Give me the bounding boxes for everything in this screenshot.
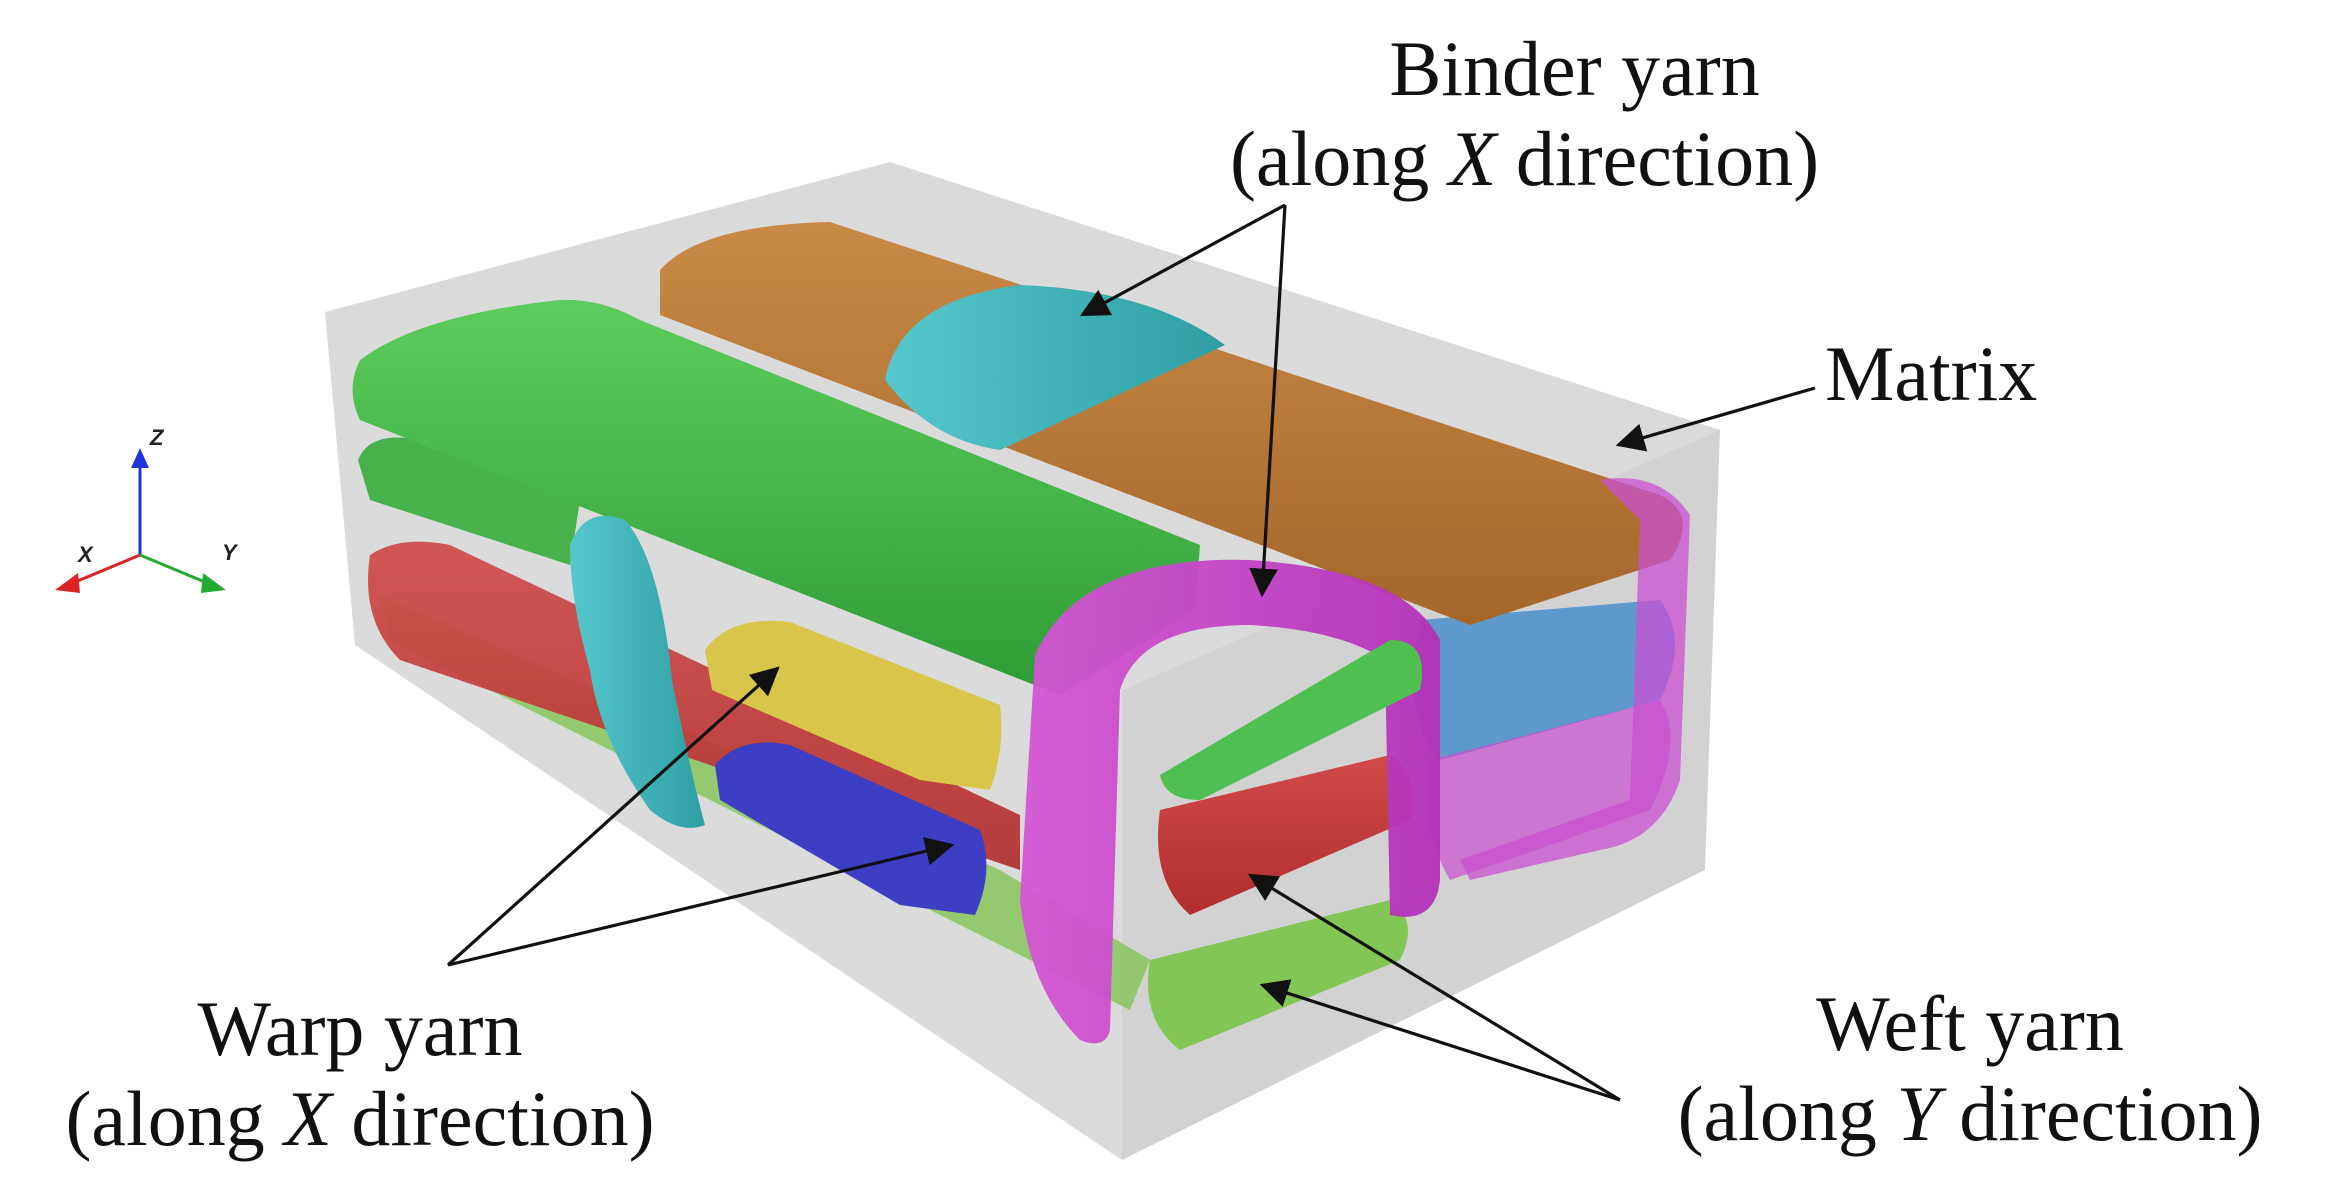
label-binder-yarn: Binder yarn (along X direction) [1230,25,1819,198]
label-weft-yarn-title: Weft yarn [1816,980,2124,1067]
arrow-binder-to-cyan [1079,203,1286,317]
axis-y-line [139,553,213,587]
binder-yarn-magenta-loop [1020,559,1440,1044]
binder-direction-prefix: (along [1230,115,1449,202]
weft-yarn-orange [660,222,1683,625]
weft-direction-axis: Y [1896,1070,1940,1157]
binder-yarn-magenta-back [1460,478,1690,880]
label-weft-yarn-direction: (along Y direction) [1640,1075,2300,1153]
axis-z-arrow [131,448,149,468]
arrow-warp-to-blue [447,837,955,967]
warp-direction-prefix: (along [65,1075,285,1162]
arrow-matrix [1615,386,1816,452]
warp-direction-suffix: direction) [331,1075,655,1162]
binder-yarn-magenta [1020,478,1690,1044]
weft-yarn-magenta-back [1427,700,1671,880]
annotation-arrows [446,203,1816,1102]
axis-triad: Z X Y [55,425,239,593]
label-warp-yarn: Warp yarn (along X direction) [40,990,680,1158]
arrow-weft-to-red [1247,873,1621,1102]
arrow-warp-to-yellow [446,666,780,967]
warp-yarn-yellow [705,620,1002,790]
label-matrix: Matrix [1825,335,2037,413]
axis-y-label: Y [222,540,239,565]
label-weft-yarn: Weft yarn (along Y direction) [1640,985,2300,1153]
label-warp-yarn-title: Warp yarn [197,985,523,1072]
weft-yarn-lightgreen-front [1148,900,1408,1050]
warp-yarn-green-lower [358,437,580,565]
warp-yarn-green-top [352,299,1200,695]
axis-x-arrow [55,573,80,593]
binder-direction-suffix: direction) [1496,115,1820,202]
warp-yarn-blue [715,742,987,915]
axis-z-label: Z [149,425,165,450]
label-binder-yarn-title: Binder yarn [1389,25,1760,112]
arrow-weft-to-green [1259,979,1621,1102]
binder-direction-axis: X [1448,115,1497,202]
weft-direction-prefix: (along [1677,1070,1897,1157]
axis-y-arrow [201,573,226,593]
weft-yarn-red-front [1158,755,1413,915]
weft-yarn-back [1413,600,1675,880]
axis-x-line [67,553,141,587]
weft-yarn-green-inside-loop [1160,640,1422,800]
binder-yarn-cyan-top [885,285,1225,450]
weft-yarn-steelblue [1413,600,1675,760]
axis-x-label: X [76,542,94,567]
label-matrix-title: Matrix [1825,330,2038,417]
arrow-binder-to-magenta [1249,204,1287,598]
weft-direction-suffix: direction) [1939,1070,2263,1157]
label-warp-yarn-direction: (along X direction) [40,1080,680,1158]
label-binder-yarn-direction: (along X direction) [1230,120,1819,198]
warp-direction-axis: X [284,1075,332,1162]
binder-yarn-cyan-side [570,515,705,828]
